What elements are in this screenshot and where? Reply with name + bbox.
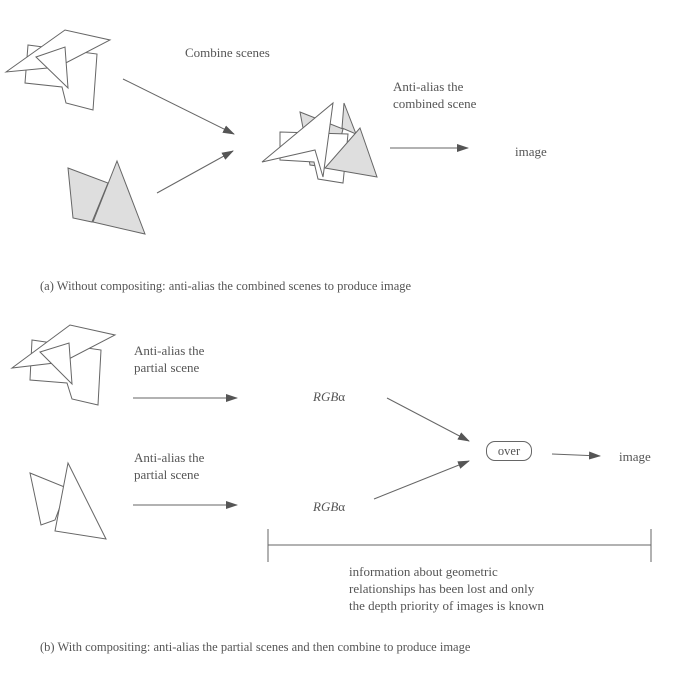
antialias-partial-upper-line2: partial scene <box>134 360 200 375</box>
arrow-rgba-upper-to-over <box>386 397 470 442</box>
over-operator-box: over <box>486 441 532 461</box>
arrow-combine-lower <box>156 150 234 194</box>
arrow-combine-upper <box>122 78 235 135</box>
combined-scene-shapes <box>261 101 378 184</box>
shaded-scene-shapes <box>67 159 146 235</box>
rgba-upper-prefix: RGB <box>313 389 339 404</box>
information-lost-bracket <box>267 529 652 562</box>
antialias-partial-lower-line1: Anti-alias the <box>134 450 205 465</box>
note-line2: relationships has been lost and only <box>349 581 535 596</box>
rgba-lower-alpha: α <box>338 499 346 514</box>
note-line3: the depth priority of images is known <box>349 598 544 613</box>
output-image-label-b: image <box>619 449 651 464</box>
output-image-label-a: image <box>515 144 547 159</box>
rgba-lower-label: RGBα <box>313 498 345 515</box>
caption-b: (b) With compositing: anti-alias the par… <box>40 640 471 654</box>
arrow-rgba-lower-to-over <box>373 460 470 500</box>
lower-partial-scene-shapes <box>29 461 107 540</box>
rgba-lower-prefix: RGB <box>313 499 339 514</box>
antialias-combined-label-line2: combined scene <box>393 96 477 111</box>
rgba-upper-alpha: α <box>338 389 346 404</box>
antialias-partial-upper-line1: Anti-alias the <box>134 343 205 358</box>
arrow-over-to-image <box>551 451 601 460</box>
antialias-partial-lower-line2: partial scene <box>134 467 200 482</box>
upper-partial-scene-shapes <box>10 324 117 406</box>
antialias-combined-label-line1: Anti-alias the <box>393 79 464 94</box>
note-line1: information about geometric <box>349 564 498 579</box>
combine-scenes-label: Combine scenes <box>185 45 270 60</box>
white-scene-shapes <box>4 29 112 111</box>
caption-a: (a) Without compositing: anti-alias the … <box>40 279 412 293</box>
rgba-upper-label: RGBα <box>313 388 345 405</box>
